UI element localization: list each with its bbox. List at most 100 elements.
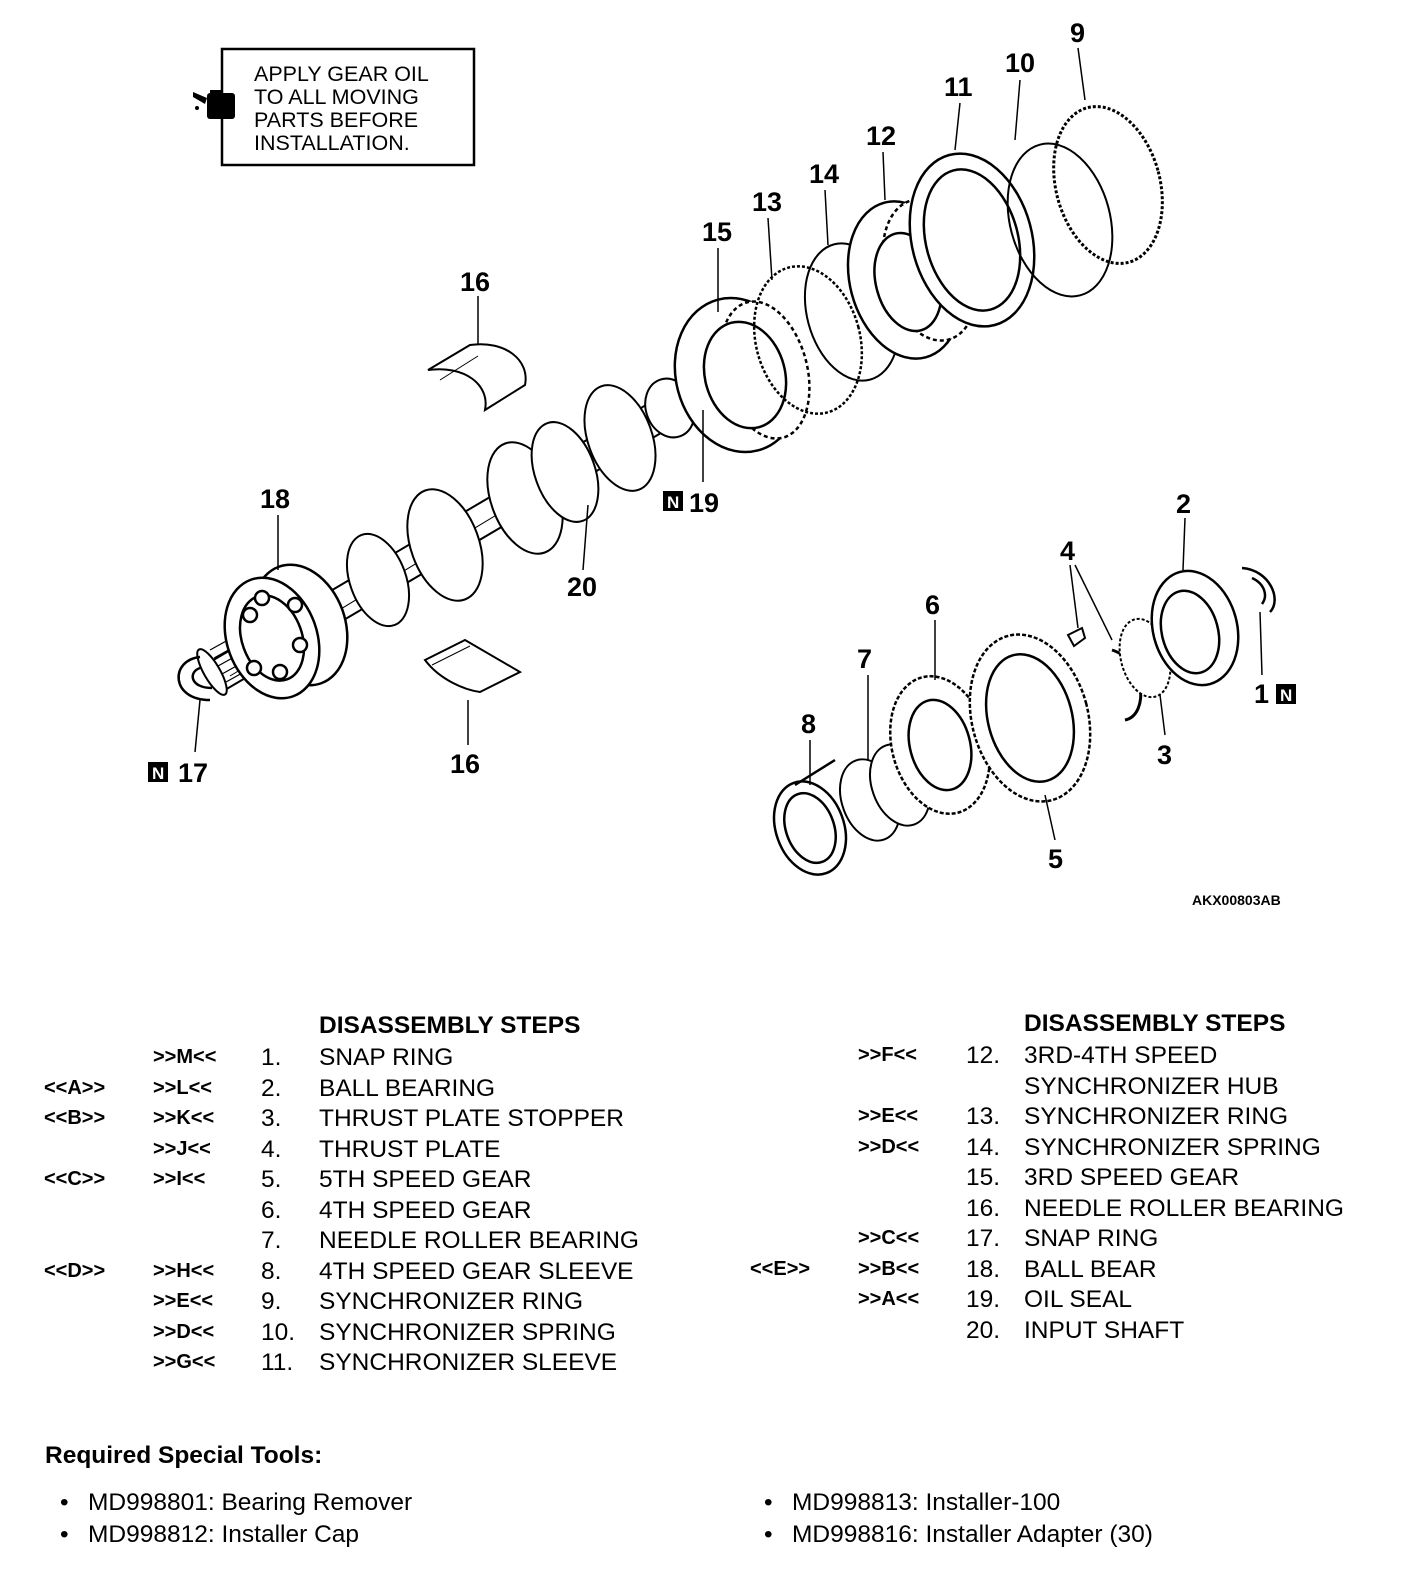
required-tools-title: Required Special Tools: (45, 1442, 323, 1469)
gear-oil-note: APPLY GEAR OIL TO ALL MOVING PARTS BEFOR… (220, 47, 476, 167)
step-name: 4TH SPEED GEAR (319, 1196, 532, 1224)
step-row: >>G<<11.SYNCHRONIZER SLEEVE (0, 1349, 1408, 1379)
install-mark: >>D<< (153, 1320, 215, 1343)
note-line-2: TO ALL MOVING (254, 85, 419, 109)
step-row: >>M<<1.SNAP RING (0, 1044, 1408, 1074)
step-row: >>A<< 19. OIL SEAL (0, 1286, 1408, 1316)
part-15-3rd-speed-gear (673, 296, 811, 454)
install-mark: >>J<< (153, 1137, 211, 1160)
install-mark: >>F<< (858, 1044, 917, 1066)
n-badge-17: N (148, 762, 168, 783)
step-row: 16.NEEDLE ROLLER BEARING (0, 1195, 1408, 1225)
callout-10: 10 (1005, 48, 1035, 78)
disassembly-steps-left: DISASSEMBLY STEPS >>M<<1.SNAP RING<<A>>>… (0, 1012, 700, 1382)
install-mark: >>L<< (153, 1076, 212, 1099)
step-name: SYNCHRONIZER HUB (1024, 1072, 1279, 1100)
removal-mark: <<D>> (44, 1259, 106, 1282)
step-name: SYNCHRONIZER RING (1024, 1103, 1289, 1130)
install-mark: >>E<< (858, 1105, 919, 1127)
callout-16-top: 16 (460, 267, 490, 297)
install-mark: >>C<< (858, 1227, 920, 1249)
callout-6: 6 (925, 590, 940, 620)
part-1-snap-ring (1241, 566, 1276, 613)
step-row: >>J<< 4. THRUST PLATE (0, 1136, 1408, 1166)
removal-mark: <<C>> (44, 1168, 106, 1190)
step-row: >>D<<10.SYNCHRONIZER SPRING (0, 1319, 1408, 1349)
part-5-5th-speed-gear (968, 633, 1092, 803)
step-row: >>E<<13.SYNCHRONIZER RING (0, 1103, 1408, 1133)
part-2-ball-bearing (1150, 569, 1240, 687)
callout-3: 3 (1157, 740, 1172, 770)
step-row: <<A>> >>L<< 2. BALL BEARING (0, 1075, 1408, 1105)
install-mark: >>B<< (858, 1257, 920, 1280)
part-11-synchronizer-sleeve (908, 152, 1036, 328)
callout-2: 2 (1176, 489, 1191, 519)
step-number: 10. (261, 1318, 296, 1346)
step-row: <<D>>>>H<<8.4TH SPEED GEAR SLEEVE (0, 1258, 1408, 1288)
step-number: 2. (261, 1074, 282, 1102)
step-number: 18. (966, 1255, 1001, 1283)
oil-can-icon (193, 90, 235, 119)
step-number: 6. (261, 1196, 282, 1224)
part-16-needle-bearing-upper (427, 343, 527, 413)
step-name: OIL SEAL (1024, 1286, 1133, 1313)
callout-12: 12 (866, 121, 896, 151)
step-number: 5. (261, 1166, 282, 1193)
install-mark: >>H<< (153, 1259, 215, 1282)
callout-15: 15 (702, 217, 732, 247)
steps-heading-left: DISASSEMBLY STEPS (319, 1012, 581, 1039)
callout-16-bottom: 16 (450, 749, 480, 779)
step-name: 4TH SPEED GEAR SLEEVE (319, 1257, 634, 1285)
tool-item: MD998816: Installer Adapter (30) (764, 1521, 1153, 1549)
tool-item: MD998812: Installer Cap (60, 1521, 359, 1549)
step-number: 19. (966, 1286, 1001, 1313)
callout-7: 7 (857, 644, 872, 674)
step-name: NEEDLE ROLLER BEARING (319, 1227, 639, 1254)
step-number: 12. (966, 1042, 1001, 1069)
step-row: >>D<< 14. SYNCHRONIZER SPRING (0, 1134, 1408, 1164)
step-number: 3. (261, 1105, 282, 1132)
leader-lines (194, 47, 1263, 841)
step-number: 20. (966, 1316, 1001, 1344)
step-name: BALL BEARING (319, 1074, 496, 1102)
n-badge-1: N (1276, 684, 1296, 705)
step-number: 15. (966, 1164, 1001, 1191)
step-number: 11. (261, 1349, 294, 1376)
step-number: 4. (261, 1135, 282, 1163)
step-row: <<E>>>>B<<18.BALL BEAR (0, 1256, 1408, 1286)
note-line-1: APPLY GEAR OIL (254, 62, 429, 86)
callout-13: 13 (752, 187, 782, 217)
step-name: THRUST PLATE (319, 1135, 501, 1163)
step-number: 7. (261, 1227, 282, 1254)
step-row: 20.INPUT SHAFT (0, 1317, 1408, 1347)
part-18-ball-bearing (223, 563, 349, 700)
install-mark: >>A<< (858, 1288, 920, 1310)
install-mark: >>E<< (153, 1290, 214, 1312)
note-line-3: PARTS BEFORE (254, 108, 418, 132)
svg-text:N: N (152, 764, 164, 783)
part-13-synchronizer-ring (752, 265, 864, 415)
step-number: 14. (966, 1133, 1001, 1161)
step-name: THRUST PLATE STOPPER (319, 1105, 624, 1132)
callout-9: 9 (1070, 18, 1085, 48)
install-mark: >>D<< (858, 1135, 920, 1158)
callout-14: 14 (809, 159, 839, 189)
step-name: SYNCHRONIZER SPRING (1024, 1133, 1321, 1161)
step-row: <<B>> >>K<< 3. THRUST PLATE STOPPER (0, 1105, 1408, 1135)
removal-mark: <<A>> (44, 1076, 106, 1099)
step-number: 16. (966, 1194, 1001, 1222)
install-mark: >>I<< (153, 1168, 206, 1190)
step-name: 5TH SPEED GEAR (319, 1166, 532, 1193)
install-mark: >>K<< (153, 1107, 215, 1129)
step-row: >>F<< 12. 3RD-4TH SPEED (0, 1042, 1408, 1072)
tool-item: MD998813: Installer-100 (764, 1489, 1060, 1517)
part-10-synchronizer-spring (1006, 142, 1114, 298)
removal-mark: <<B>> (44, 1107, 106, 1129)
step-name: 3RD-4TH SPEED (1024, 1042, 1218, 1069)
install-mark: >>M<< (153, 1046, 217, 1068)
step-row: 15.3RD SPEED GEAR (0, 1164, 1408, 1194)
callout-17: 17 (178, 758, 208, 788)
install-mark: >>G<< (153, 1351, 216, 1373)
n-badge-19: N (663, 491, 683, 512)
figure-code: AKX00803AB (1192, 892, 1281, 908)
